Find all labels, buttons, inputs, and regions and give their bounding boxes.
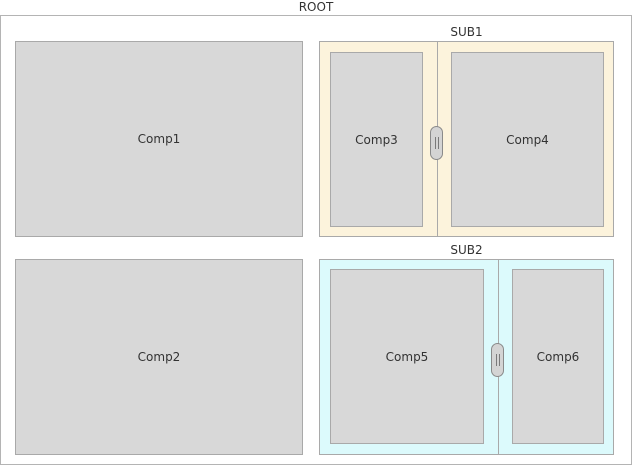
comp2-label: Comp2	[137, 350, 181, 364]
root-frame	[0, 15, 632, 465]
comp6-panel[interactable]: Comp6	[512, 269, 604, 444]
comp2-panel[interactable]: Comp2	[15, 259, 303, 455]
grip-handle-icon[interactable]	[491, 343, 504, 377]
comp5-panel[interactable]: Comp5	[330, 269, 484, 444]
comp3-panel[interactable]: Comp3	[330, 52, 423, 227]
root-label: ROOT	[298, 0, 334, 14]
grip-handle-icon[interactable]	[430, 126, 443, 160]
sub2-label: SUB2	[450, 243, 483, 257]
comp1-panel[interactable]: Comp1	[15, 41, 303, 237]
comp4-panel[interactable]: Comp4	[451, 52, 604, 227]
sub1-label: SUB1	[450, 25, 483, 39]
comp4-label: Comp4	[506, 132, 549, 147]
comp1-label: Comp1	[137, 132, 181, 146]
comp6-label: Comp6	[536, 349, 580, 364]
comp3-label: Comp3	[355, 132, 398, 147]
comp5-label: Comp5	[385, 349, 429, 364]
